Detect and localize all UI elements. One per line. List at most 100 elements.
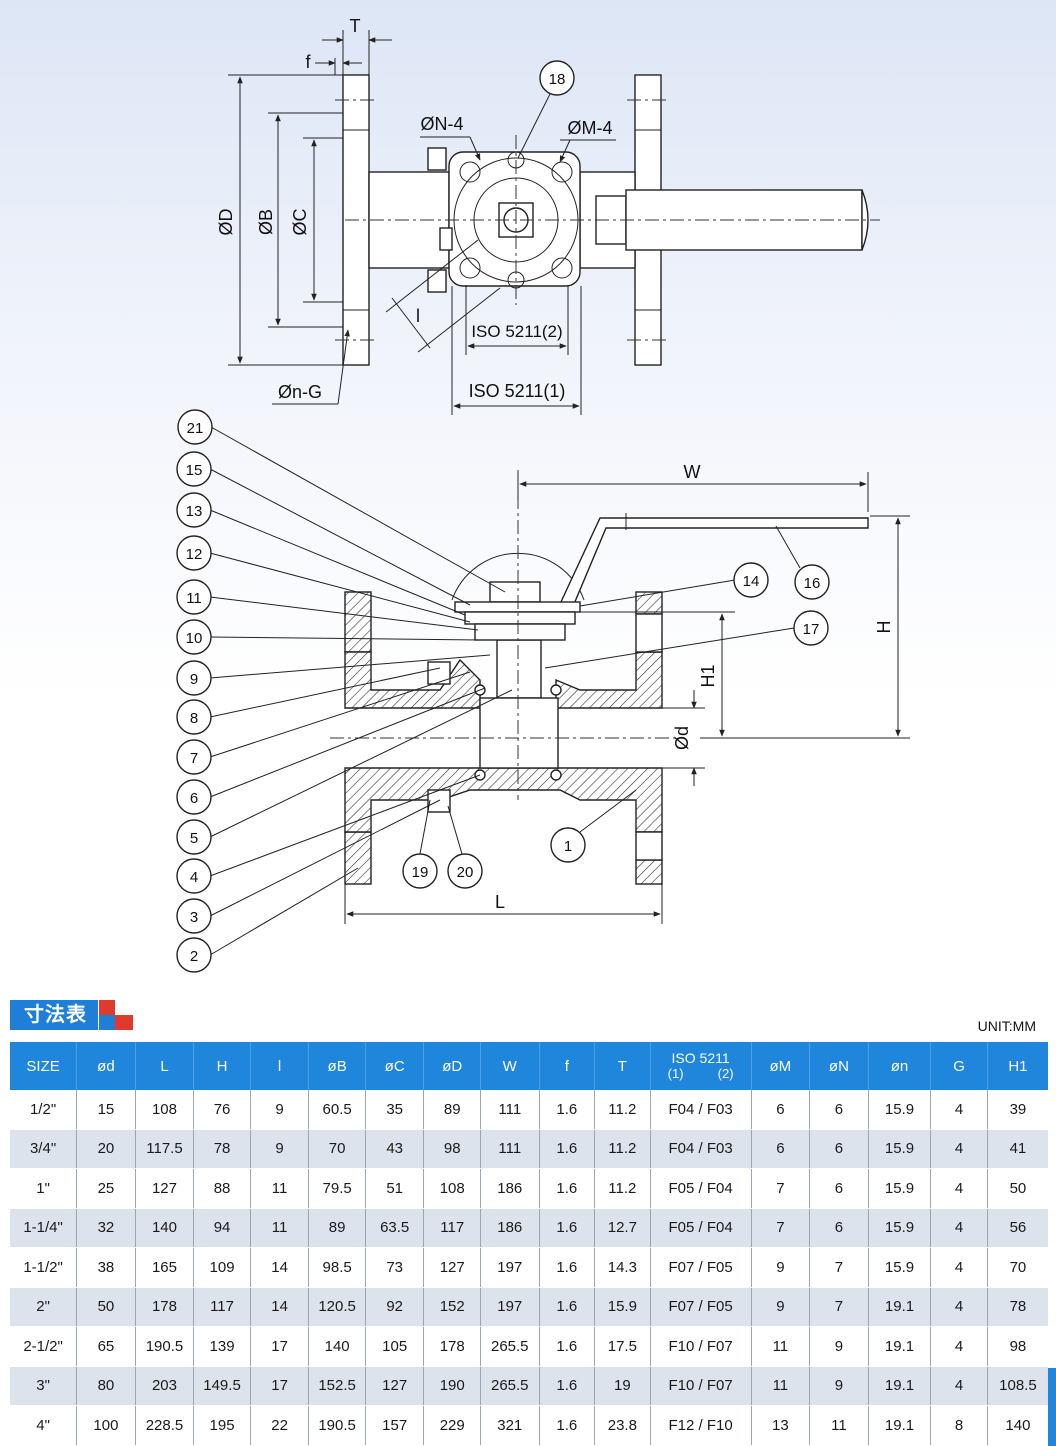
table-cell: 228.5	[135, 1405, 195, 1446]
table-cell: 265.5	[480, 1326, 540, 1367]
table-cell: 9	[250, 1090, 310, 1130]
table-cell: 14	[250, 1247, 310, 1288]
table-cell: 1.6	[539, 1287, 596, 1327]
table-cell: 190	[423, 1366, 481, 1406]
table-cell: 14	[250, 1287, 310, 1327]
table-cell: 190.5	[135, 1326, 195, 1367]
table-cell: 111	[480, 1090, 540, 1130]
table-cell: 79.5	[308, 1168, 366, 1209]
table-cell: 12.7	[594, 1208, 651, 1248]
table-cell: 9	[751, 1247, 811, 1288]
table-cell: 4	[930, 1090, 988, 1130]
callout-1: 1	[550, 827, 586, 863]
table-cell: 19.1	[868, 1287, 932, 1327]
callout-bubble: 13	[176, 492, 212, 528]
table-cell: 6	[809, 1168, 869, 1209]
callout-text: 13	[186, 503, 203, 520]
table-cell: 98	[987, 1326, 1048, 1367]
callout-text: 21	[187, 420, 204, 437]
table-cell: 73	[365, 1247, 425, 1288]
column-header: H	[193, 1042, 251, 1090]
callout-text: 16	[804, 575, 821, 592]
callout-bubble: 12	[176, 535, 212, 571]
table-cell: 17	[250, 1366, 310, 1406]
table-cell: 7	[809, 1287, 869, 1327]
table-cell: 11.2	[594, 1168, 651, 1209]
label-iso2: ISO 5211(2)	[471, 322, 562, 341]
table-cell: 127	[365, 1366, 425, 1406]
table-cell: 100	[76, 1405, 136, 1446]
table-cell: 195	[193, 1405, 251, 1446]
table-cell: 15.9	[868, 1168, 932, 1209]
label-d: Ød	[672, 726, 692, 750]
table-cell: 50	[987, 1168, 1048, 1209]
stem	[496, 639, 542, 699]
table-cell: 1/2"	[10, 1090, 78, 1130]
callout-16: 16	[794, 564, 830, 600]
callout-text: 20	[457, 864, 474, 881]
dimension-table-title: 寸法表	[10, 1000, 98, 1030]
table-cell: 63.5	[365, 1208, 425, 1248]
column-header-iso: ISO 5211	[671, 1050, 730, 1066]
table-cell: 11	[809, 1405, 869, 1446]
table-cell: 108.5	[987, 1366, 1048, 1406]
table-cell: 15.9	[868, 1090, 932, 1130]
table-cell: F05 / F04	[650, 1208, 752, 1248]
table-cell: 4	[930, 1129, 988, 1169]
callout-18	[539, 60, 575, 96]
table-cell: 197	[480, 1287, 540, 1327]
callout-text: 3	[190, 909, 198, 926]
callout-bubble: 11	[176, 579, 212, 615]
label-C: ØC	[290, 208, 310, 235]
label-H1: H1	[698, 664, 718, 687]
callout-20: 20	[447, 853, 483, 889]
callout-bubble: 2	[176, 937, 212, 973]
table-cell: 1.6	[539, 1247, 596, 1288]
table-cell: 43	[365, 1129, 425, 1169]
callout-bubble: 8	[176, 699, 212, 735]
label-l: l	[416, 306, 420, 326]
table-cell: 203	[135, 1366, 195, 1406]
callout-14: 14	[733, 562, 769, 598]
table-cell: 105	[365, 1326, 425, 1367]
table-cell: 321	[480, 1405, 540, 1446]
table-cell: 65	[76, 1326, 136, 1367]
table-cell: 14.3	[594, 1247, 651, 1288]
table-cell: 35	[365, 1090, 425, 1130]
table-cell: F10 / F07	[650, 1366, 752, 1406]
table-cell: 11	[250, 1168, 310, 1209]
table-cell: 265.5	[480, 1366, 540, 1406]
table-cell: 109	[193, 1247, 251, 1288]
column-header: G	[930, 1042, 988, 1090]
table-cell: 9	[809, 1366, 869, 1406]
table-cell: 149.5	[193, 1366, 251, 1406]
callout-text: 12	[186, 546, 203, 563]
table-cell: 19	[594, 1366, 651, 1406]
other-callouts: 14 16 17 1 19 20	[402, 525, 830, 889]
column-header: L	[135, 1042, 195, 1090]
section-left-flange	[344, 591, 372, 653]
column-header: øC	[365, 1042, 425, 1090]
table-cell: 165	[135, 1247, 195, 1288]
table-cell: 139	[193, 1326, 251, 1367]
label-B: ØB	[256, 209, 276, 235]
label-N: ØN-4	[420, 114, 463, 134]
table-cell: 15.9	[594, 1287, 651, 1327]
callout-text: 5	[190, 830, 198, 847]
column-header: øM	[751, 1042, 811, 1090]
table-cell: 60.5	[308, 1090, 366, 1130]
table-cell: 178	[423, 1326, 481, 1367]
label-iso1: ISO 5211(1)	[469, 381, 566, 401]
column-header: f	[539, 1042, 596, 1090]
callout-text: 17	[803, 621, 820, 638]
table-cell: 20	[76, 1129, 136, 1169]
table-cell: 111	[480, 1129, 540, 1169]
label-D: ØD	[216, 208, 236, 235]
table-cell: 3/4"	[10, 1129, 78, 1169]
